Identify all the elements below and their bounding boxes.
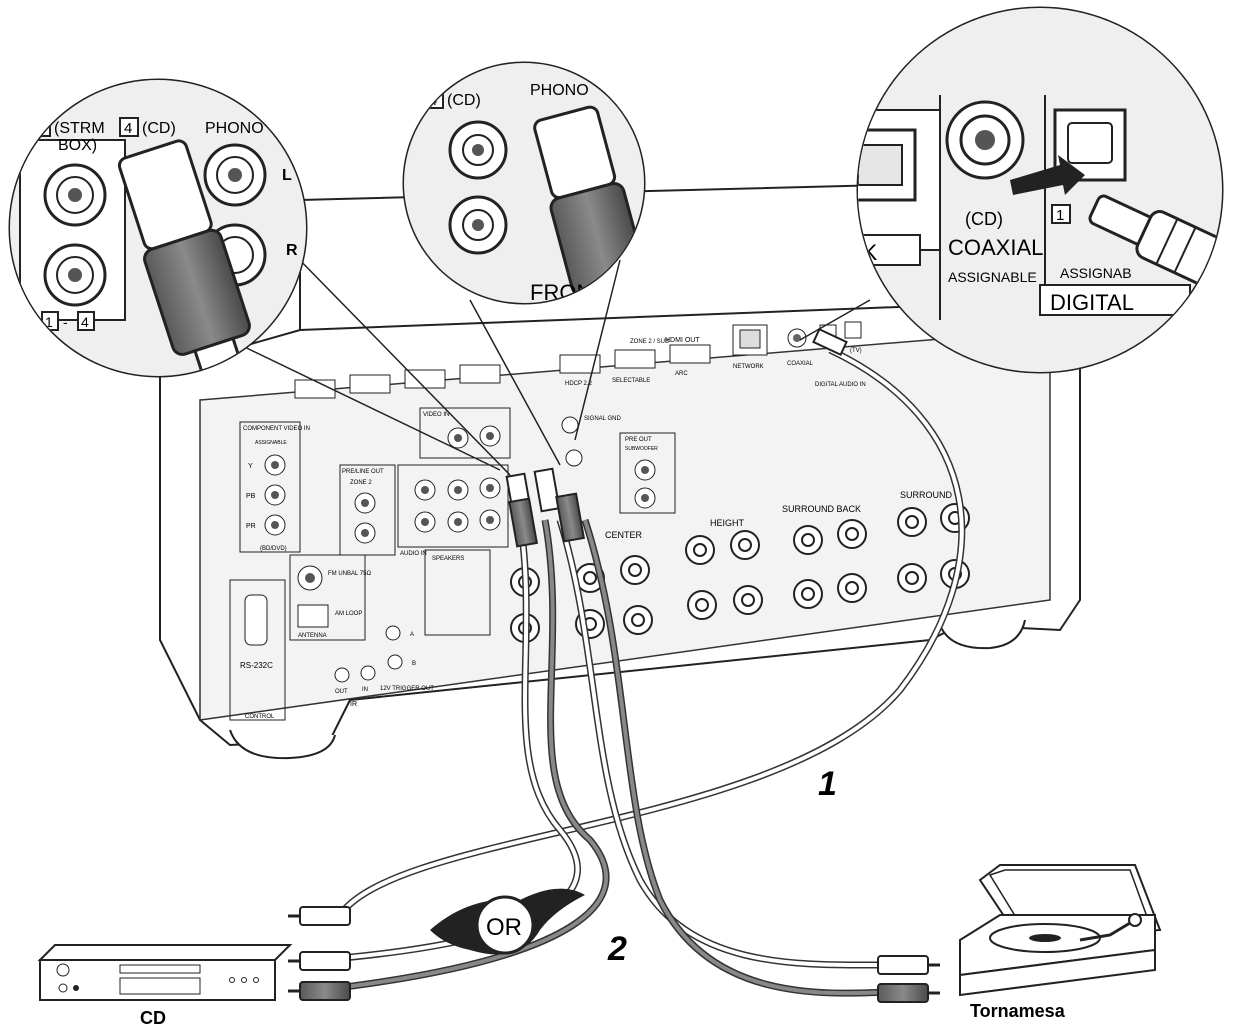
right-assignable2-label: ASSIGNAB bbox=[1060, 265, 1132, 281]
mid-phono-label: PHONO bbox=[530, 82, 589, 99]
video-in-label: VIDEO IN bbox=[423, 412, 449, 418]
turntable-device-label: Tornamesa bbox=[970, 1001, 1066, 1021]
plugs-at-cd bbox=[288, 906, 351, 1001]
tv-label: (TV) bbox=[850, 348, 862, 354]
speakers-label: SPEAKERS bbox=[432, 556, 464, 562]
pre-out-subwoofer: PRE OUT SUBWOOFER bbox=[619, 432, 676, 514]
center-label: CENTER bbox=[605, 530, 643, 540]
video-in-jacks: VIDEO IN bbox=[419, 407, 511, 459]
right-assignable-label: ASSIGNABLE bbox=[948, 269, 1037, 285]
surround-back-label: SURROUND BACK bbox=[782, 504, 861, 514]
plugs-at-receiver bbox=[505, 327, 848, 548]
hdcp-label: HDCP 2.2 bbox=[565, 381, 593, 387]
trigger-label: 12V TRIGGER OUT bbox=[380, 686, 434, 692]
antenna-label: ANTENNA bbox=[298, 633, 327, 639]
component-video-in: COMPONENT VIDEO IN ASSIGNABLE Y PB PR (B… bbox=[239, 421, 310, 553]
bd-dvd-label: (BD/DVD) bbox=[260, 546, 287, 552]
trigger-a-label: A bbox=[410, 632, 414, 638]
pre-line-out: PRE/LINE OUT ZONE 2 bbox=[339, 464, 396, 556]
cd-player: CD bbox=[37, 944, 293, 1028]
left-num4: 4 bbox=[124, 120, 132, 137]
ir-out-label: OUT bbox=[335, 689, 348, 695]
am-loop-label: AM LOOP bbox=[335, 611, 362, 617]
selectable-label: SELECTABLE bbox=[612, 378, 650, 384]
zone2-label: ZONE 2 bbox=[350, 480, 372, 486]
mid-cd-label: (CD) bbox=[447, 92, 481, 109]
control-label: CONTROL bbox=[245, 714, 275, 720]
rs232c-label: RS-232C bbox=[240, 661, 273, 670]
left-l-label: L bbox=[282, 167, 292, 184]
rs232c-port: RS-232C CONTROL bbox=[229, 579, 286, 721]
zoom-right-coaxial-input: VORK (CD) COAXIAL ASSIGNABLE 1 ASSIGNAB … bbox=[799, 6, 1224, 374]
hdmi-out-label: HDMI OUT bbox=[665, 337, 700, 344]
right-digital-label: DIGITAL bbox=[1050, 290, 1134, 315]
cd-device-label: CD bbox=[140, 1008, 166, 1026]
subwoofer-label: SUBWOOFER bbox=[625, 446, 658, 452]
receiver-rear-panel: HDMI OUT ZONE 2 / SUB HDCP 2.2 SELECTABL… bbox=[159, 178, 1081, 760]
left-strm-label: (STRM bbox=[54, 120, 105, 137]
zoom-left-analog-inputs: 3 (STRM BOX) 4 (CD) PHONO L R 1 - 4 bbox=[8, 78, 511, 476]
left-range-dash: - bbox=[63, 314, 68, 330]
signal-gnd-label: SIGNAL GND bbox=[584, 416, 621, 422]
left-range-1: 1 bbox=[45, 314, 53, 330]
left-range-4: 4 bbox=[81, 314, 89, 330]
plugs-at-turntable bbox=[877, 955, 940, 1003]
right-cd-label: (CD) bbox=[965, 209, 1003, 229]
fm-unbal-label: FM UNBAL 75Ω bbox=[328, 571, 371, 577]
step-1-label: 1 bbox=[818, 765, 837, 803]
arc-label: ARC bbox=[675, 371, 688, 377]
digital-audio-in-label: DIGITAL AUDIO IN bbox=[815, 382, 866, 388]
ir-label: IR bbox=[350, 701, 357, 708]
step-2-label: 2 bbox=[607, 930, 627, 968]
hdmi-inputs: HDMI OUT ZONE 2 / SUB HDCP 2.2 SELECTABL… bbox=[294, 337, 711, 399]
network-port: NETWORK bbox=[732, 324, 768, 370]
pre-out-label: PRE OUT bbox=[625, 437, 652, 443]
ir-trigger: OUT IN IR A B 12V TRIGGER OUT bbox=[334, 625, 434, 708]
left-phono-label: PHONO bbox=[205, 120, 264, 137]
left-box-label: BOX) bbox=[58, 137, 97, 154]
trigger-b-label: B bbox=[412, 661, 416, 667]
y-label: Y bbox=[248, 463, 253, 470]
coaxial-small-label: COAXIAL bbox=[787, 361, 814, 367]
height-label: HEIGHT bbox=[710, 518, 745, 528]
antenna-section: FM UNBAL 75Ω AM LOOP ANTENNA bbox=[289, 554, 371, 641]
right-coaxial-label: COAXIAL bbox=[948, 235, 1043, 260]
left-cd-label: (CD) bbox=[142, 120, 176, 137]
turntable: Tornamesa bbox=[959, 864, 1162, 1021]
right-num1: 1 bbox=[1056, 207, 1064, 224]
component-video-label: COMPONENT VIDEO IN bbox=[243, 426, 310, 432]
ir-in-label: IN bbox=[362, 687, 368, 693]
network-port-label: NETWORK bbox=[733, 364, 764, 370]
audio-in-label: AUDIO IN bbox=[400, 551, 427, 557]
surround-label: SURROUND bbox=[900, 490, 953, 500]
component-assignable-label: ASSIGNABLE bbox=[255, 440, 287, 446]
zone2-sub-label: ZONE 2 / SUB bbox=[630, 339, 669, 345]
step-callouts: 1 2 OR bbox=[430, 765, 837, 968]
or-label: OR bbox=[486, 914, 522, 941]
screw-icon: ✕ bbox=[612, 63, 629, 85]
zoom-middle-phono-input: 4 (CD) PHONO ✕ FRON bbox=[402, 61, 646, 466]
pre-line-out-label: PRE/LINE OUT bbox=[342, 469, 384, 475]
left-r-label: R bbox=[286, 242, 298, 259]
audio-in-jacks: AUDIO IN bbox=[397, 464, 509, 557]
pb-label: PB bbox=[246, 493, 256, 500]
cables bbox=[319, 346, 966, 997]
pr-label: PR bbox=[246, 523, 256, 530]
